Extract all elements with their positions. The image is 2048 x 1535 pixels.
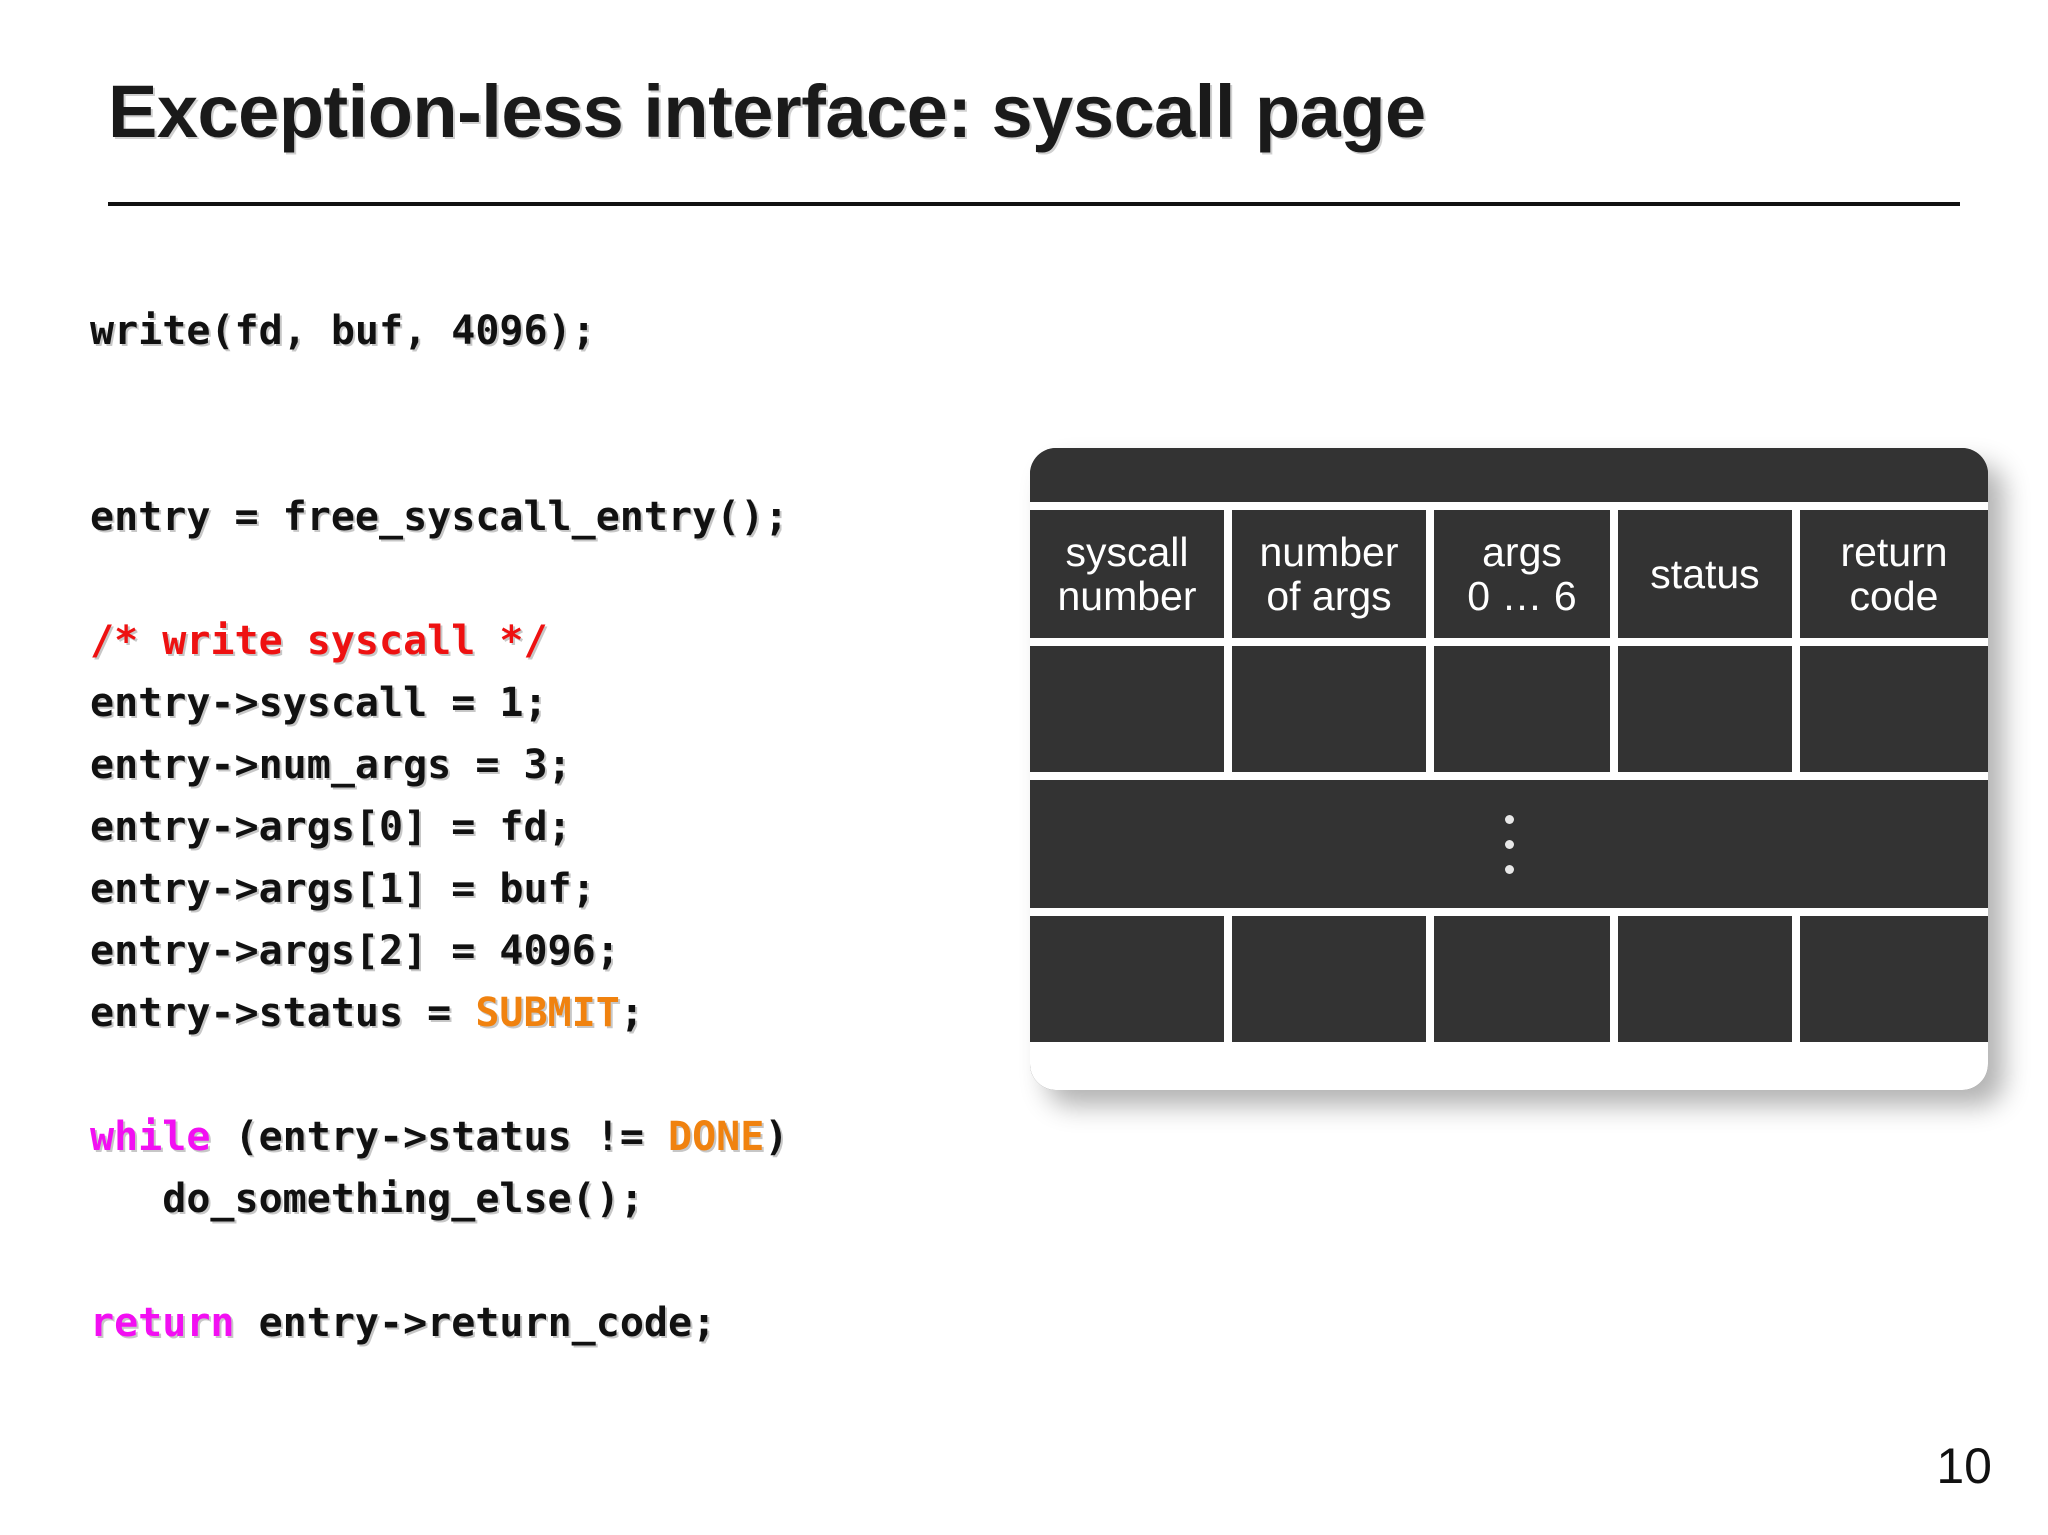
- code-line: do_something_else();: [90, 1168, 788, 1230]
- page-number: 10: [1936, 1438, 1992, 1494]
- code-line: entry->args[2] = 4096;: [90, 920, 788, 982]
- code-token-keyword: while: [90, 1114, 211, 1160]
- code-token-plain: entry->return_code;: [234, 1300, 717, 1346]
- entry-cell-status: [1618, 646, 1792, 772]
- column-header-line1: args: [1482, 528, 1562, 575]
- code-token-plain: entry->status =: [90, 990, 476, 1036]
- code-line: entry->args[1] = buf;: [90, 858, 788, 920]
- page-title: Exception-less interface: syscall page: [108, 70, 1426, 153]
- entry-cell-args: [1434, 916, 1610, 1042]
- code-line: return entry->return_code;: [90, 1292, 788, 1354]
- code-token-plain: entry->num_args = 3;: [90, 742, 572, 788]
- code-line: [90, 1230, 788, 1292]
- column-header-line2: code: [1849, 573, 1939, 619]
- code-token-plain: write(fd, buf, 4096);: [90, 308, 596, 354]
- code-token-plain: entry->args[1] = buf;: [90, 866, 596, 912]
- column-header-status: status: [1618, 510, 1792, 638]
- entry-cell-number_of_args: [1232, 916, 1426, 1042]
- code-line: [90, 362, 788, 424]
- syscall-page-entry-row: [1030, 646, 1988, 772]
- code-token-plain: ;: [619, 990, 644, 1036]
- code-line: entry->syscall = 1;: [90, 672, 788, 734]
- code-line: entry->args[0] = fd;: [90, 796, 788, 858]
- code-line: entry = free_syscall_entry();: [90, 486, 788, 548]
- code-listing: write(fd, buf, 4096); entry = free_sysca…: [90, 300, 788, 1354]
- code-token-plain: do_something_else();: [90, 1176, 644, 1222]
- entry-cell-return_code: [1800, 916, 1988, 1042]
- entry-cell-syscall_number: [1030, 646, 1224, 772]
- code-token-plain: entry = free_syscall_entry();: [90, 494, 789, 540]
- entry-cell-status: [1618, 916, 1792, 1042]
- code-token-const: SUBMIT: [475, 990, 620, 1036]
- code-line: [90, 548, 788, 610]
- code-line: write(fd, buf, 4096);: [90, 300, 788, 362]
- syscall-page-top-rail: [1030, 448, 1988, 502]
- title-block: Exception-less interface: syscall page: [108, 70, 1968, 153]
- entry-cell-args: [1434, 646, 1610, 772]
- syscall-page-ellipsis-row: [1030, 780, 1988, 908]
- column-header-line1: syscall: [1065, 528, 1189, 575]
- code-token-const: DONE: [667, 1114, 765, 1160]
- column-header-line1: number: [1259, 528, 1399, 575]
- code-token-plain: entry->args[0] = fd;: [90, 804, 572, 850]
- column-header-line1: status: [1650, 550, 1760, 597]
- code-line: entry->num_args = 3;: [90, 734, 788, 796]
- entry-cell-number_of_args: [1232, 646, 1426, 772]
- code-token-comment: /* write syscall */: [90, 618, 548, 664]
- entry-cell-syscall_number: [1030, 916, 1224, 1042]
- code-token-plain: entry->args[2] = 4096;: [90, 928, 620, 974]
- column-header-line2: number: [1057, 573, 1197, 619]
- code-line: [90, 1044, 788, 1106]
- code-token-plain: (entry->status !=: [210, 1114, 668, 1160]
- code-token-keyword: return: [90, 1300, 235, 1346]
- vertical-ellipsis-icon: [1030, 780, 1988, 908]
- column-header-line1: return: [1840, 528, 1948, 575]
- code-token-plain: ): [764, 1114, 789, 1160]
- code-line: while (entry->status != DONE): [90, 1106, 788, 1168]
- code-line: entry->status = SUBMIT;: [90, 982, 788, 1044]
- syscall-page-entry-row: [1030, 916, 1988, 1042]
- title-divider: [108, 202, 1960, 206]
- column-header-line2: 0 … 6: [1467, 573, 1577, 619]
- column-header-line2: of args: [1266, 573, 1392, 619]
- code-line: [90, 424, 788, 486]
- code-token-plain: entry->syscall = 1;: [90, 680, 548, 726]
- entry-cell-return_code: [1800, 646, 1988, 772]
- code-line: /* write syscall */: [90, 610, 788, 672]
